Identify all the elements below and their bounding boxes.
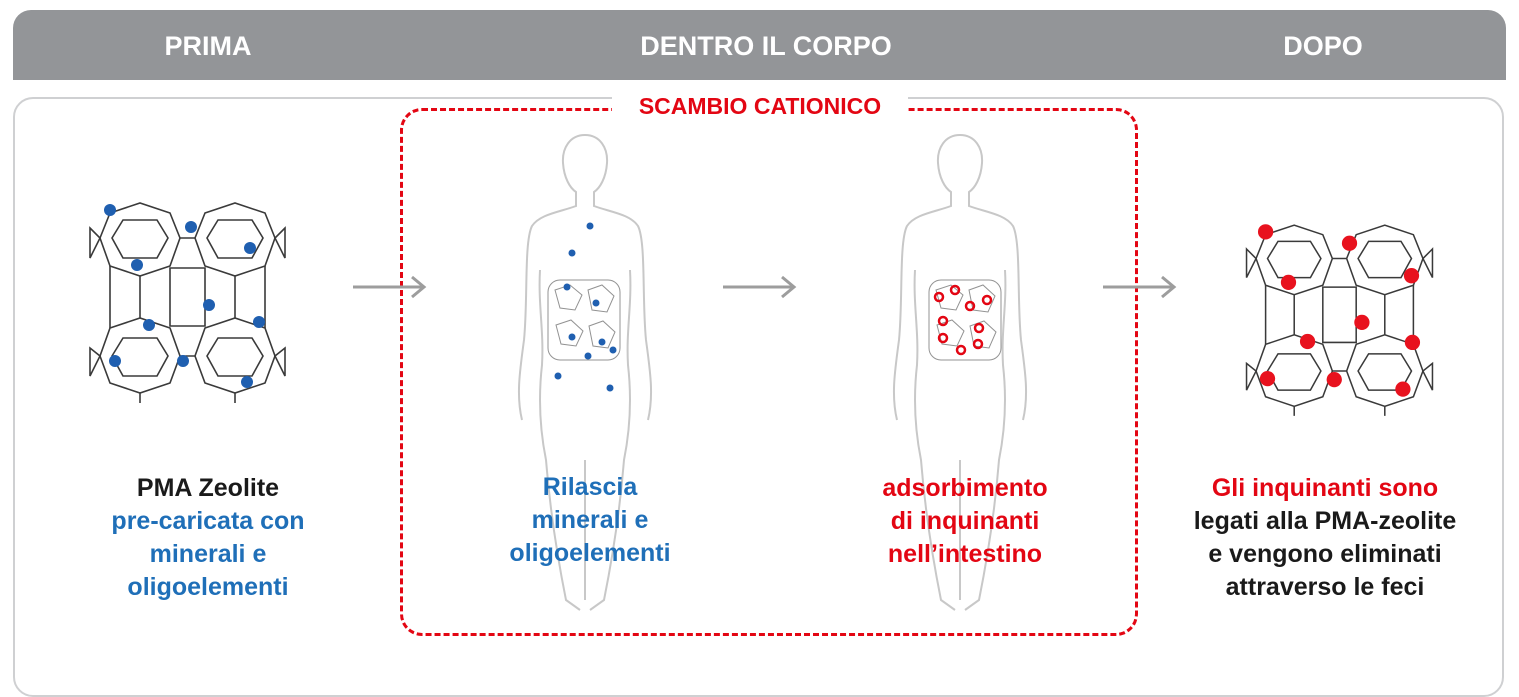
caption-before: PMA Zeolite pre-caricata con minerali e … <box>63 472 353 604</box>
caption-before-line: pre-caricata con <box>111 507 305 535</box>
caption-after-line: attraverso le feci <box>1225 573 1425 601</box>
caption-after: Gli inquinanti sono legati alla PMA-zeol… <box>1160 472 1490 604</box>
caption-absorption: adsorbimento di inquinanti nell’intestin… <box>820 472 1110 571</box>
caption-before-line: oligoelementi <box>127 573 289 601</box>
caption-release: Rilascia minerali e oligoelementi <box>445 471 735 570</box>
zeolite-crystal-icon <box>1245 224 1434 416</box>
cation-exchange-label: SCAMBIO CATIONICO <box>612 91 908 121</box>
caption-after-line: legati alla PMA-zeolite <box>1193 507 1457 535</box>
header-bar <box>13 10 1506 80</box>
caption-before-line: minerali e <box>149 540 267 568</box>
header-prima: PRIMA <box>164 31 252 61</box>
caption-release-line: oligoelementi <box>509 539 671 567</box>
caption-after-line: e vengono eliminati <box>1208 540 1442 568</box>
arrow-right-icon <box>723 275 797 299</box>
header-dentro-il-corpo: DENTRO IL CORPO <box>640 31 892 61</box>
header-dopo: DOPO <box>1283 31 1363 61</box>
caption-release-line: minerali e <box>531 506 649 534</box>
body-silhouette-icon <box>517 134 653 611</box>
caption-absorption-line: adsorbimento <box>882 474 1048 502</box>
caption-before-title: PMA Zeolite <box>136 474 280 502</box>
caption-release-line: Rilascia <box>542 473 638 501</box>
body-silhouette-icon <box>892 134 1028 611</box>
caption-absorption-line: di inquinanti <box>890 507 1040 535</box>
zeolite-crystal-icon <box>89 202 286 403</box>
caption-absorption-line: nell’intestino <box>887 540 1043 568</box>
caption-after-highlight: Gli inquinanti sono <box>1211 474 1439 502</box>
arrow-right-icon <box>1103 275 1177 299</box>
arrow-right-icon <box>353 275 427 299</box>
